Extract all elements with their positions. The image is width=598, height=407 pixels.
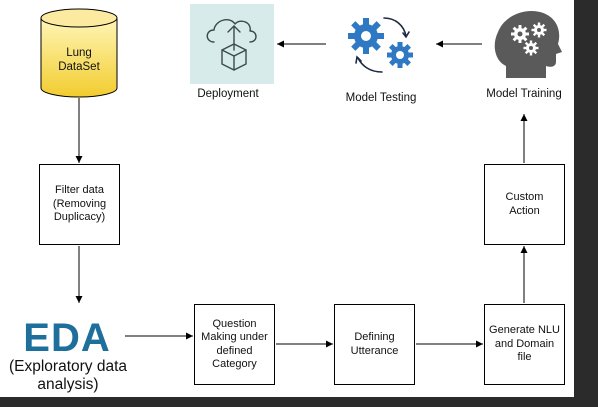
filter-data-box: Filter data (Removing Duplicacy): [39, 164, 120, 245]
defining-utterance-box: Defining Utterance: [334, 304, 415, 385]
generate-nlu-box: Generate NLU and Domain file: [484, 304, 565, 385]
deployment-label: Deployment: [197, 88, 259, 100]
custom-action-box: Custom Action: [484, 164, 565, 245]
eda-subtitle-text: (Exploratory data analysis): [8, 358, 128, 393]
custom-action-label: Custom Action: [505, 191, 544, 217]
gears-cycle-icon: [348, 17, 413, 73]
question-making-box: Question Making under defined Category: [194, 304, 275, 385]
deployment-icon-tile: [190, 4, 274, 84]
eda-subtitle: (Exploratory data analysis): [0, 358, 136, 394]
head-gears-icon: [494, 10, 562, 78]
diagram-canvas: Lung DataSet Filter data (Removing Dupli…: [0, 0, 574, 397]
cloud-upload-box-icon: [206, 19, 257, 71]
dataset-label: Lung DataSet: [58, 47, 100, 73]
filter-data-label: Filter data (Removing Duplicacy): [52, 184, 107, 224]
eda-title: EDA: [23, 316, 111, 360]
generate-nlu-label: Generate NLU and Domain file: [489, 324, 560, 364]
icons-layer: [206, 10, 562, 78]
model-training-label: Model Training: [486, 88, 562, 100]
defining-utterance-label: Defining Utterance: [350, 331, 399, 357]
question-making-label: Question Making under defined Category: [201, 317, 268, 371]
dataset-cylinder: [40, 8, 118, 98]
arrows-layer: [75, 40, 528, 348]
model-testing-label: Model Testing: [345, 92, 417, 104]
